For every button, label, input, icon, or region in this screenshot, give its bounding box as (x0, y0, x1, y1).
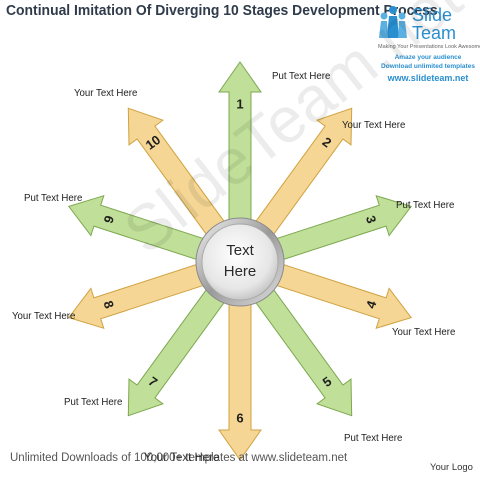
stage-9-arrow (67, 194, 216, 264)
stage-4-label: Your Text Here (392, 326, 456, 338)
logo-line-download: Download unlimited templates (381, 63, 475, 70)
stage-3-number: 3 (363, 214, 380, 226)
logo-line-amaze: Amaze your audience (394, 54, 462, 61)
stage-1-number: 1 (236, 97, 243, 112)
logo-word-team: Team (412, 23, 457, 43)
your-logo-placeholder: Your Logo (430, 462, 473, 473)
stage-7-label: Put Text Here (64, 396, 123, 408)
footer-text: Unlimited Downloads of 100,000+ template… (10, 452, 348, 464)
arrows-layer (67, 61, 413, 461)
stage-10-number: 10 (143, 132, 164, 153)
stage-1-arrow (218, 61, 262, 233)
stage-8-arrow (67, 260, 216, 330)
hub-text-line2: Here (223, 263, 257, 280)
hub-text: Text Here (212, 240, 268, 282)
page-title: Continual Imitation Of Diverging 10 Stag… (6, 3, 438, 19)
logo-url[interactable]: www.slideteam.net (387, 73, 469, 83)
stage-6-arrow (218, 291, 262, 461)
stage-5-label: Put Text Here (344, 432, 403, 444)
people-logo-icon (379, 6, 407, 38)
stage-10-label: Your Text Here (74, 87, 138, 99)
stage-10-arrow (127, 107, 232, 245)
stage-4-arrow (264, 260, 413, 330)
stage-3-label: Put Text Here (396, 199, 455, 211)
stage-6-number: 6 (236, 411, 243, 426)
stage-5-arrow (248, 279, 353, 417)
hub-circle (201, 223, 279, 301)
stage-9-number: 9 (101, 214, 118, 226)
stage-7-arrow (127, 279, 232, 417)
stage-8-number: 8 (101, 299, 118, 311)
stage-6-label: Your Text Here (144, 452, 220, 464)
stage-1-label: Put Text Here (272, 70, 331, 82)
stage-3-arrow (264, 194, 413, 264)
logo-tagline: Making Your Presentations Look Awesome (378, 44, 480, 50)
hub-text-line1: Text (226, 242, 254, 259)
slideteam-logo[interactable]: Slide Team Making Your Presentations Loo… (374, 2, 480, 90)
stage-2-label: Your Text Here (342, 119, 406, 131)
stage-8-label: Your Text Here (12, 310, 76, 322)
logo-word-slide: Slide (412, 5, 453, 25)
stage-2-arrow (248, 107, 353, 245)
stage-9-label: Put Text Here (24, 192, 83, 204)
